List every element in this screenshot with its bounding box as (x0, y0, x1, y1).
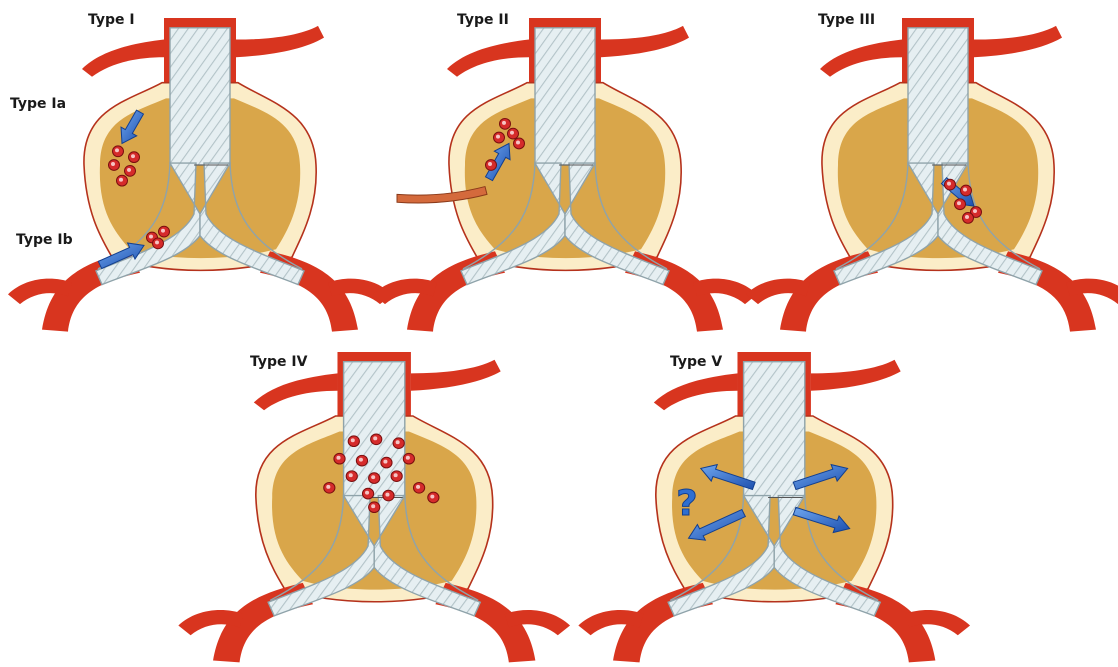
leak-drop-highlight (365, 491, 369, 495)
leak-drop-highlight (155, 240, 159, 244)
unknown-source-symbol: ? (676, 484, 697, 524)
leak-drop-highlight (394, 473, 398, 477)
leak-drop-highlight (385, 493, 389, 497)
leak-drop-highlight (336, 456, 340, 460)
leak-drop-highlight (111, 162, 115, 166)
leak-drop-highlight (510, 131, 514, 135)
leak-drop-highlight (149, 235, 153, 239)
stent-graft-body (170, 28, 230, 165)
anatomy-type-iv (178, 352, 570, 662)
renal-artery-right (601, 26, 689, 57)
anatomy-type-v: ? (578, 352, 970, 662)
leak-drop-highlight (963, 188, 967, 192)
panel-label-type-iv: Type IV (250, 354, 308, 370)
leak-drop-highlight (371, 475, 375, 479)
stent-graft-body (744, 362, 805, 498)
panel-type-ii: Type II (373, 12, 757, 332)
leak-drop-highlight (396, 440, 400, 444)
sublabel-type-ia: Type Ia (10, 96, 66, 112)
renal-artery-left (82, 40, 164, 77)
renal-artery-right (236, 26, 324, 57)
leak-drop-highlight (516, 141, 520, 145)
leak-drop-highlight (119, 178, 123, 182)
panel-type-v: ? Type V (578, 352, 970, 662)
leak-drop-highlight (965, 215, 969, 219)
leak-drop-highlight (161, 229, 165, 233)
leak-drop-highlight (502, 121, 506, 125)
leak-drop-highlight (406, 456, 410, 460)
leak-drop-highlight (416, 485, 420, 489)
renal-artery-left (654, 373, 738, 410)
panel-label-type-i: Type I (88, 12, 135, 28)
leak-drop-highlight (373, 436, 377, 440)
leak-drop-highlight (947, 182, 951, 186)
renal-artery-left (447, 40, 529, 77)
panel-label-type-iii: Type III (818, 12, 875, 28)
stent-graft-body (535, 28, 595, 165)
anatomy-type-ii (373, 18, 757, 332)
anatomy-type-iii (746, 18, 1118, 332)
sublabel-type-ib: Type Ib (16, 232, 73, 248)
renal-artery-right (411, 360, 501, 391)
leak-drop-highlight (349, 473, 353, 477)
panel-type-i: Type I Type Ia Type Ib (8, 12, 392, 332)
leak-drop-highlight (957, 201, 961, 205)
panel-label-type-ii: Type II (457, 12, 509, 28)
renal-artery-left (254, 373, 338, 410)
leak-drop-highlight (131, 154, 135, 158)
renal-artery-left (820, 40, 902, 77)
renal-artery-right (811, 360, 901, 391)
leak-drop-highlight (326, 485, 330, 489)
leak-drop-highlight (430, 495, 434, 499)
leak-drop-highlight (496, 135, 500, 139)
leak-drop-highlight (115, 148, 119, 152)
leak-drop-highlight (359, 458, 363, 462)
leak-drop-highlight (351, 438, 355, 442)
panel-label-type-v: Type V (670, 354, 722, 370)
leak-drop-highlight (127, 168, 131, 172)
renal-artery-right (974, 26, 1062, 57)
leak-drop-highlight (973, 209, 977, 213)
anatomy-type-i (8, 18, 392, 332)
panel-type-iii: Type III (746, 12, 1118, 332)
leak-drop-highlight (371, 504, 375, 508)
stent-graft-body (908, 28, 968, 165)
panel-type-iv: Type IV (178, 352, 570, 662)
leak-drop-highlight (488, 162, 492, 166)
leak-drop-highlight (383, 460, 387, 464)
